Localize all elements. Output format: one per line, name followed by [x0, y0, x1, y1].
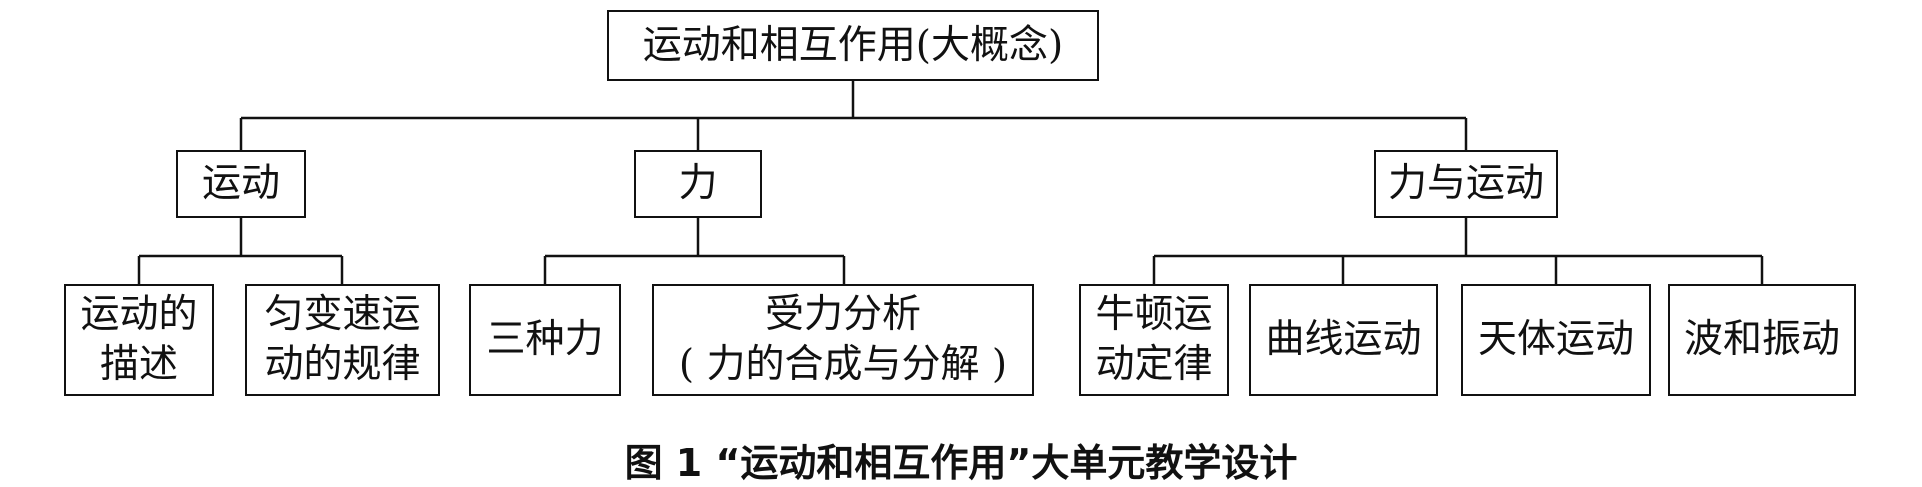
branch-node-force: 力 [634, 150, 762, 218]
leaf-label-line: 曲线运动 [1265, 317, 1422, 363]
leaf-label-line: 三种力 [486, 317, 604, 363]
leaf-label-line: 运动的 [80, 292, 198, 338]
leaf-label-line: 描述 [99, 342, 178, 387]
leaf-label-line: 动的规律 [264, 342, 421, 387]
leaf-label-line: 天体运动 [1477, 317, 1634, 363]
leaf-node-newton-laws: 牛顿运 动定律 [1079, 284, 1229, 396]
root-node: 运动和相互作用(大概念) [607, 10, 1099, 81]
root-node-label: 运动和相互作用(大概念) [642, 22, 1064, 68]
branch-node-force-and-motion: 力与运动 [1374, 150, 1558, 218]
leaf-node-curvilinear-motion: 曲线运动 [1249, 284, 1438, 396]
leaf-label-line: ( 力的合成与分解 ) [678, 342, 1008, 387]
leaf-label-line: 动定律 [1095, 342, 1213, 387]
leaf-node-waves-and-oscillation: 波和振动 [1668, 284, 1856, 396]
leaf-node-uniform-acceleration: 匀变速运 动的规律 [245, 284, 440, 396]
leaf-node-force-analysis: 受力分析 ( 力的合成与分解 ) [652, 284, 1034, 396]
connector-lines [137, 80, 1764, 284]
diagram-canvas: 运动和相互作用(大概念) 运动 力 力与运动 运动的 描述 匀变速运 动的规律 … [64, 10, 1856, 485]
leaf-label-line: 匀变速运 [264, 292, 421, 338]
leaf-label-line: 牛顿运 [1095, 292, 1213, 338]
figure-caption: 图 1 “运动和相互作用”大单元教学设计 [624, 441, 1298, 485]
leaf-label-line: 受力分析 [764, 292, 921, 338]
branch-label-motion: 运动 [201, 161, 280, 207]
leaf-node-three-forces: 三种力 [469, 284, 621, 396]
leaf-node-description-of-motion: 运动的 描述 [64, 284, 214, 396]
branch-label-force: 力 [678, 161, 718, 207]
branch-label-force-and-motion: 力与运动 [1387, 161, 1544, 207]
branch-node-motion: 运动 [176, 150, 306, 218]
leaf-label-line: 波和振动 [1683, 317, 1840, 363]
leaf-node-celestial-motion: 天体运动 [1461, 284, 1651, 396]
